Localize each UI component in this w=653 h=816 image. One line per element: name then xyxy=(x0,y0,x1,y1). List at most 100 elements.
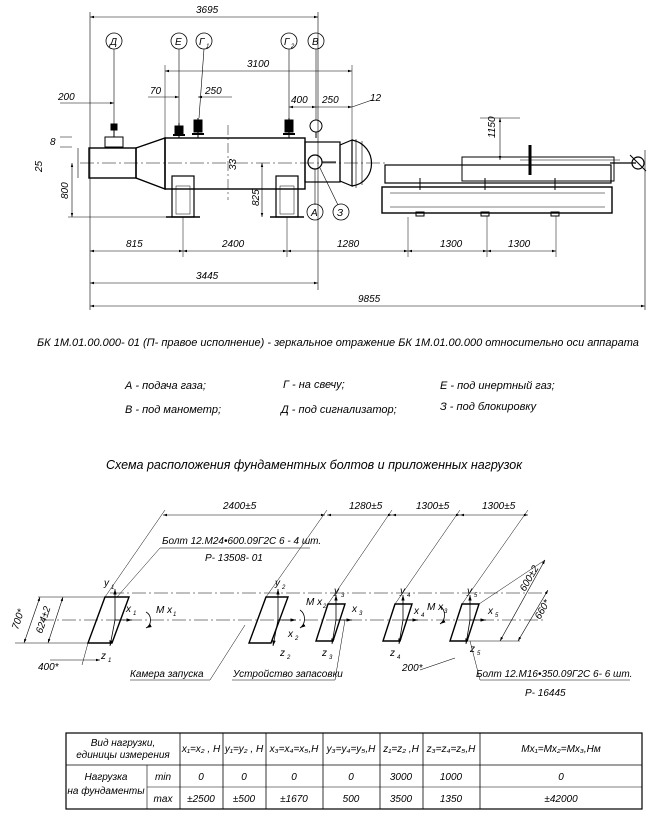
table-row-label-line1: Нагрузка xyxy=(85,772,128,783)
sdim-700: 700* xyxy=(10,607,27,631)
table-max-2: ±500 xyxy=(233,794,256,805)
sdim-660: 660* xyxy=(533,597,553,621)
axis-x2: x xyxy=(287,629,294,640)
loading-device-frame xyxy=(381,145,647,217)
dim-33: 33 xyxy=(228,158,239,170)
table-min-6: 1000 xyxy=(440,772,463,783)
axis-y4: y xyxy=(399,586,406,597)
axis-z5-sub: 5 xyxy=(477,651,481,657)
axis-y1-sub: 1 xyxy=(111,585,114,591)
legend-g: Г - на свечу; xyxy=(283,379,345,391)
dim-200: 200 xyxy=(57,92,75,103)
dim-825: 825 xyxy=(251,189,262,206)
foundation-5 xyxy=(449,603,480,642)
top-view-markers: Д Е Г 1 Г 2 В А З xyxy=(109,37,343,219)
axis-y3: y xyxy=(333,586,340,597)
sdim-1300-b: 1300±5 xyxy=(482,501,516,512)
dim-3100: 3100 xyxy=(247,59,270,70)
table-col-4: y₃=y₄=y₅,H xyxy=(326,744,376,755)
axis-x4-sub: 4 xyxy=(421,613,425,619)
axis-z1: z xyxy=(100,651,106,662)
legend-z: З - под блокировку xyxy=(440,401,538,413)
support-left xyxy=(166,175,200,218)
axis-y4-sub: 4 xyxy=(407,593,411,599)
axis-y2: y xyxy=(274,578,281,589)
legend: А - подача газа; В - под манометр; Г - н… xyxy=(124,379,555,416)
marker-g2 xyxy=(280,32,298,50)
dim-250-left: 250 xyxy=(204,86,222,97)
table-min-label: min xyxy=(155,772,172,783)
axis-y5: y xyxy=(466,586,473,597)
axis-x3-sub: 3 xyxy=(359,611,363,617)
dim-1300-a: 1300 xyxy=(440,239,463,250)
foundation-2 xyxy=(247,596,290,644)
legend-e: Е - под инертный газ; xyxy=(440,380,555,392)
marker-g1-label: Г xyxy=(199,37,206,48)
drawing-note: БК 1М.01.00.000- 01 (П- правое исполнени… xyxy=(37,337,639,349)
legend-v: В - под манометр; xyxy=(125,404,221,416)
axis-x1: x xyxy=(125,604,132,615)
table-max-1: ±2500 xyxy=(187,794,215,805)
marker-v-label: В xyxy=(312,37,319,48)
nozzle-g1 xyxy=(192,118,204,138)
axis-x2-sub: 2 xyxy=(294,636,299,642)
axis-x5-sub: 5 xyxy=(495,613,499,619)
table-row-label-line2: на фундаменты xyxy=(67,785,145,797)
axis-z2: z xyxy=(279,648,285,659)
table-max-3: ±1670 xyxy=(280,794,308,805)
moment-mx2-sub: 2 xyxy=(322,604,327,610)
marker-z-label: З xyxy=(337,208,343,219)
table-min-1: 0 xyxy=(198,772,204,783)
axis-x1-sub: 1 xyxy=(133,611,136,617)
reducer-cone xyxy=(135,137,166,191)
loads-table: Вид нагрузки, единицы измерения Нагрузка… xyxy=(65,732,643,810)
axis-z4: z xyxy=(389,648,395,659)
legend-d: Д - под сигнализатор; xyxy=(279,404,397,416)
axis-z5: z xyxy=(469,644,475,655)
table-header-label-line1: Вид нагрузки, xyxy=(91,738,155,749)
marker-e-label: Е xyxy=(175,37,182,48)
dim-1280: 1280 xyxy=(337,239,360,250)
dim-2400: 2400 xyxy=(221,239,245,250)
sdim-2400: 2400±5 xyxy=(222,501,257,512)
table-col-1: x₁=x₂ , H xyxy=(181,744,221,755)
legend-a: А - подача газа; xyxy=(124,380,206,392)
equipment-side-view xyxy=(60,12,647,310)
marker-g1 xyxy=(195,32,213,50)
dim-3445: 3445 xyxy=(196,271,219,282)
dim-250-right: 250 xyxy=(321,95,339,106)
top-view-dimensions: 3695 3100 200 70 250 400 250 12 1150 8 2… xyxy=(34,5,531,305)
foundation-1 xyxy=(86,596,131,644)
axis-z4-sub: 4 xyxy=(397,655,401,661)
dim-3695: 3695 xyxy=(196,5,219,16)
axis-z3-sub: 3 xyxy=(329,655,333,661)
marker-d xyxy=(105,32,123,50)
moment-mx1: M x xyxy=(156,605,173,616)
foundation-scheme xyxy=(15,509,630,681)
axis-x5: x xyxy=(487,606,494,617)
dim-70: 70 xyxy=(150,86,162,97)
marker-g2-label: Г xyxy=(284,37,291,48)
sdim-1280: 1280±5 xyxy=(349,501,383,512)
marker-d-label: Д xyxy=(109,37,117,48)
moment-mx1-sub: 1 xyxy=(173,612,176,618)
bolt-1-standard: Р- 13508- 01 xyxy=(205,553,263,564)
foundation-4 xyxy=(382,603,413,642)
axis-y5-sub: 5 xyxy=(474,593,478,599)
axis-z2-sub: 2 xyxy=(286,655,291,661)
axis-x4: x xyxy=(413,606,420,617)
dim-800: 800 xyxy=(60,182,71,199)
marker-g1-sub: 1 xyxy=(206,44,209,50)
sdim-1300-a: 1300±5 xyxy=(416,501,450,512)
device-label: Устройство запасовки xyxy=(232,669,343,680)
sdim-200: 200* xyxy=(401,663,424,674)
axis-y1: y xyxy=(103,578,110,589)
moment-mx2: M x xyxy=(306,597,323,608)
sdim-600: 600±2 xyxy=(518,564,542,594)
marker-v xyxy=(307,32,325,50)
table-max-5: 3500 xyxy=(390,794,413,805)
dim-9855: 9855 xyxy=(358,294,381,305)
dim-8: 8 xyxy=(50,137,56,148)
table-col-5: z₁=z₂ ,H xyxy=(382,744,419,755)
